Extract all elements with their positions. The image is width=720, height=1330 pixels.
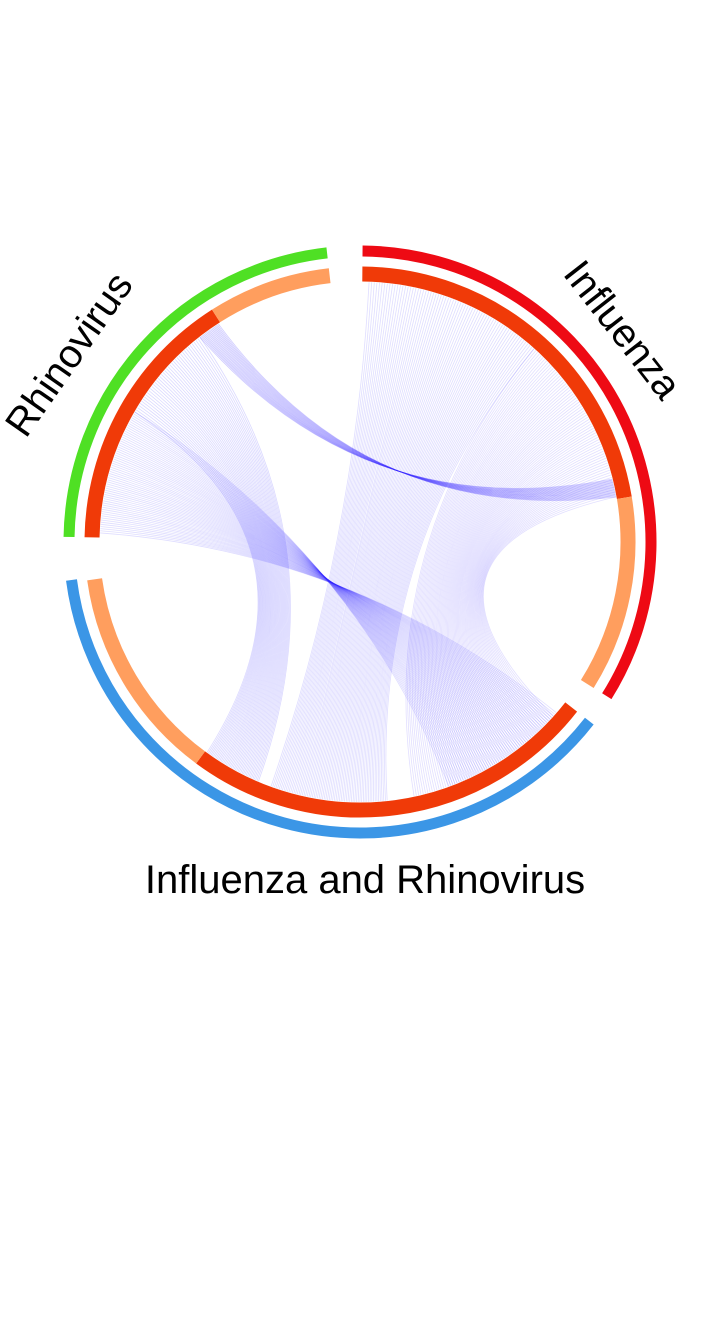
inner-arc-rhinovirus-shared xyxy=(84,309,221,538)
label-influenza-and-rhinovirus: Influenza and Rhinovirus xyxy=(145,858,585,902)
chord-bundle xyxy=(100,411,557,787)
outer-arc-influenza xyxy=(362,245,657,700)
outer-ring xyxy=(63,245,657,839)
inner-arc-combined-unique xyxy=(87,578,206,764)
chord-bundle xyxy=(134,336,291,782)
chord-bundle xyxy=(199,323,617,501)
inner-arc-combined-shared xyxy=(196,702,578,818)
inner-ring xyxy=(84,266,636,818)
chord-bundle xyxy=(405,348,617,797)
outer-arc-rhinovirus xyxy=(63,247,328,538)
inner-arc-influenza-shared xyxy=(362,266,632,500)
chord-bundle xyxy=(270,282,535,803)
outer-arc-combined xyxy=(66,579,594,839)
inner-arc-rhinovirus-unique xyxy=(211,268,331,323)
chord-links xyxy=(100,282,617,803)
inner-arc-influenza-unique xyxy=(580,496,636,688)
